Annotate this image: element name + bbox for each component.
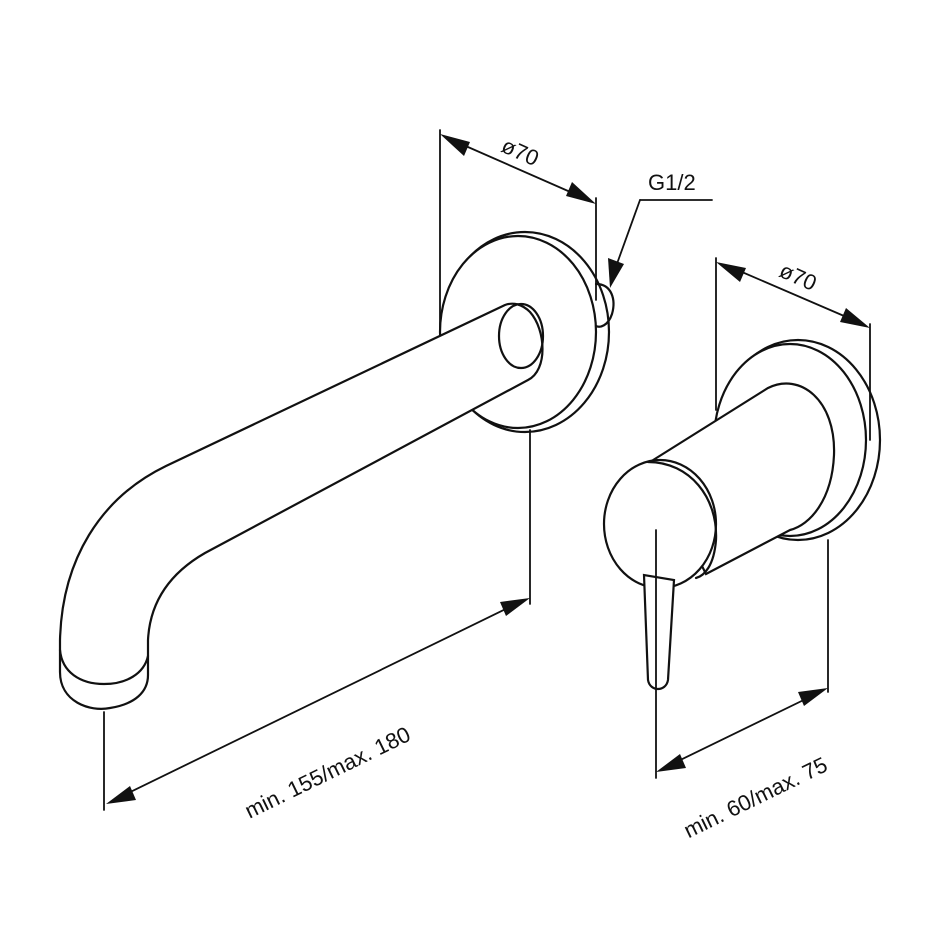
dimension-line — [727, 265, 859, 323]
arrowhead — [500, 598, 530, 616]
arrowhead — [608, 258, 624, 288]
mixer-cap-edge — [646, 460, 718, 580]
arrowhead — [798, 688, 828, 706]
dim-mixer-rosette: ø70 — [715, 257, 871, 441]
arrowhead — [716, 262, 746, 282]
mixer-projection-label: min. 60/max. 75 — [680, 752, 832, 843]
arrowhead — [440, 134, 470, 156]
spout-pipe — [58, 302, 544, 710]
dim-thread: G1/2 — [608, 170, 713, 288]
mixer-assembly — [602, 338, 882, 691]
spout-outlet — [58, 648, 150, 686]
mixer-lever[interactable] — [642, 573, 676, 691]
arrowhead — [840, 308, 870, 328]
arrowhead — [656, 754, 686, 772]
dim-spout-rosette: ø70 — [439, 129, 597, 331]
mixer-cap — [602, 458, 718, 590]
spout-rosette-diameter-label: ø70 — [498, 133, 543, 171]
dimension-line — [117, 603, 517, 799]
spout-assembly — [58, 230, 615, 710]
dimension-line — [451, 139, 585, 199]
spout-pipe-collar — [497, 302, 545, 370]
leader-line — [613, 199, 641, 273]
arrowhead — [566, 182, 596, 204]
spout-projection-label: min. 155/max. 180 — [241, 722, 415, 824]
thread-label: G1/2 — [648, 170, 696, 195]
arrowhead — [106, 786, 136, 804]
dimension-line — [667, 693, 817, 767]
spout-thread-nub — [594, 282, 615, 328]
